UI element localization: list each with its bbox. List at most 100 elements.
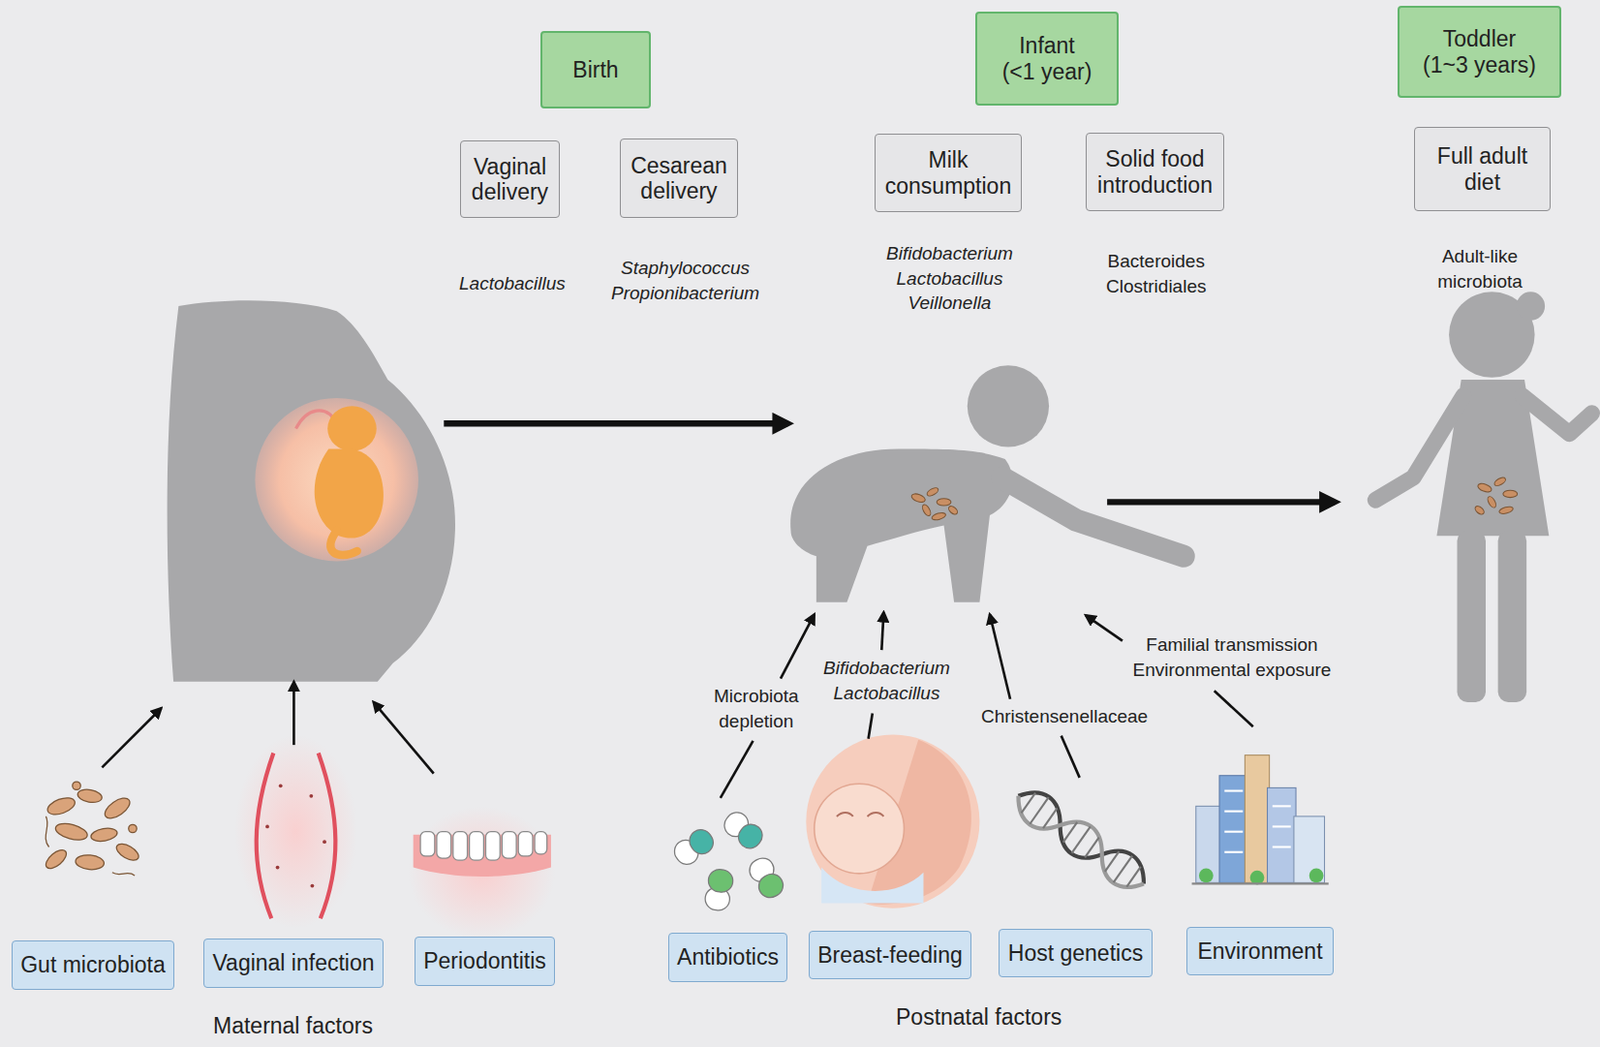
influence-arrow — [881, 612, 884, 650]
stage-box: Birth — [540, 30, 651, 109]
factor-box: Periodontitis — [414, 936, 555, 986]
microbe-cluster — [1474, 475, 1518, 516]
toddler-silhouette — [1516, 291, 1546, 321]
arrow-label: Familial transmission Environmental expo… — [1128, 632, 1336, 682]
factor-box: Vaginal infection — [203, 938, 384, 988]
bacteria-icon — [42, 781, 142, 876]
microbe-cluster — [936, 498, 952, 506]
box-text: Environment — [1197, 938, 1323, 964]
dna-icon — [1043, 807, 1058, 829]
leader-line — [868, 712, 873, 739]
pregnant-woman — [167, 300, 456, 682]
city-icon — [1250, 870, 1265, 886]
box-text: Vaginal infection — [212, 950, 374, 976]
box-text: Toddler (1~3 years) — [1419, 26, 1540, 78]
bacteria-icon — [42, 846, 69, 872]
influence-arrow — [292, 681, 296, 745]
pregnant-woman — [314, 449, 384, 539]
city-icon — [1224, 791, 1291, 853]
vaginal-infection-icon — [234, 735, 357, 929]
timeline-arrow — [443, 420, 788, 427]
box-text: Periodontitis — [423, 948, 547, 974]
influence-arrow — [1085, 615, 1123, 641]
city-icon — [1224, 810, 1243, 813]
bacteria-icon — [112, 872, 135, 876]
teeth-icon — [436, 831, 452, 859]
factor-box: Host genetics — [998, 928, 1153, 978]
breastfeeding-icon — [814, 783, 905, 874]
infant-silhouette — [790, 449, 1013, 603]
teeth-icon — [501, 831, 517, 859]
box-text: Vaginal delivery — [468, 153, 552, 206]
taxon-label: Lactobacillus — [459, 271, 566, 297]
vaginal-infection-icon — [308, 794, 313, 799]
city-icon — [1244, 755, 1269, 884]
box-text: Breast-feeding — [817, 942, 963, 968]
microbe-cluster — [1503, 490, 1518, 497]
influence-arrow — [373, 702, 434, 774]
arrow-label: Microbiota depletion — [713, 683, 800, 734]
microbe-cluster — [910, 492, 926, 504]
city-icon — [1267, 787, 1297, 883]
arrow-label: Bifidobacterium Lactobacillus — [823, 655, 951, 706]
pills-icon — [670, 807, 788, 913]
city-icon — [1199, 868, 1324, 886]
stage-box: Infant (<1 year) — [975, 11, 1119, 106]
box-text: Milk consumption — [883, 147, 1014, 199]
teeth-icon — [518, 831, 533, 857]
factor-box: Breast-feeding — [808, 930, 972, 980]
teeth-icon — [469, 831, 485, 862]
box-text: Full adult diet — [1434, 143, 1532, 195]
box-text: Cesarean delivery — [628, 153, 730, 205]
taxon-label: Bacteroides Clostridiales — [1106, 248, 1206, 299]
stage-box: Toddler (1~3 years) — [1397, 5, 1562, 98]
teeth-icon — [486, 831, 501, 862]
dna-icon — [1063, 822, 1078, 843]
pregnant-woman — [167, 300, 456, 682]
bacteria-icon — [90, 826, 119, 843]
box-text: Gut microbiota — [20, 952, 166, 978]
vaginal-infection-icon — [318, 753, 337, 920]
city-icon — [1224, 851, 1243, 854]
microbe-cluster — [921, 503, 933, 518]
teeth-icon — [407, 805, 555, 939]
vaginal-infection-icon — [265, 825, 270, 830]
vaginal-infection-icon — [278, 783, 283, 788]
city-icon — [1219, 775, 1249, 884]
leader-line — [1061, 736, 1080, 778]
microbe-cluster — [1474, 504, 1486, 517]
microbe-cluster — [1493, 475, 1508, 488]
factor-box: Environment — [1186, 926, 1334, 976]
pills-icon — [719, 807, 768, 853]
influence-arrow — [989, 614, 1011, 699]
influence-arrow — [780, 614, 815, 678]
dna-icon — [1126, 866, 1141, 888]
dna-icon — [1105, 851, 1120, 872]
box-text: Solid food introduction — [1095, 146, 1216, 198]
breastfeeding-icon — [821, 867, 924, 904]
bacteria-icon — [101, 794, 134, 823]
microbe-cluster — [1476, 482, 1493, 494]
microbe-cluster — [910, 486, 959, 522]
taxon-label: Bifidobacterium Lactobacillus Veillonell… — [886, 241, 1014, 316]
influence-arrow — [101, 707, 161, 768]
infant-silhouette — [1002, 477, 1185, 556]
dna-icon — [1008, 782, 1153, 898]
pregnant-woman — [254, 398, 419, 562]
event-box: Vaginal delivery — [460, 140, 560, 218]
leader-line — [1214, 690, 1254, 727]
pills-icon — [707, 867, 736, 894]
factor-box: Gut microbiota — [11, 940, 175, 990]
teeth-icon — [453, 831, 468, 862]
event-box: Cesarean delivery — [619, 138, 739, 218]
dna-icon — [1018, 789, 1143, 891]
dna-icon — [1029, 797, 1048, 825]
bacteria-icon — [74, 854, 105, 871]
pills-icon — [745, 854, 788, 902]
microbe-cluster — [930, 511, 947, 522]
infant-silhouette — [967, 365, 1049, 447]
city-icon — [1199, 868, 1214, 884]
dna-icon — [1008, 782, 1153, 898]
toddler-silhouette — [1375, 396, 1592, 500]
